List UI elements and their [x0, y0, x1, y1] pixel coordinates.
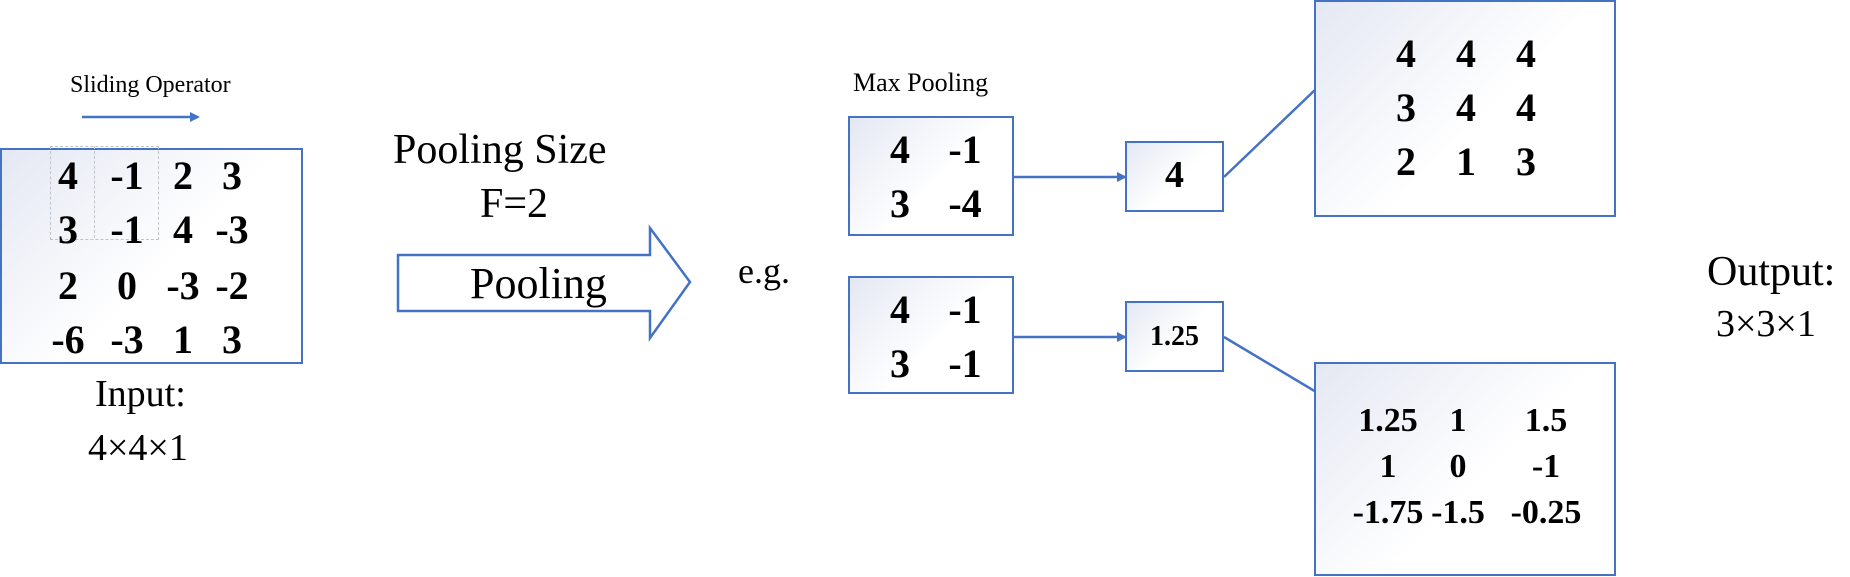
output-shape: 3×3×1: [1716, 303, 1816, 345]
input-matrix-cell: -3: [110, 317, 144, 362]
sliding-window-divider: [94, 146, 95, 238]
result-max-value: 4: [1165, 154, 1184, 196]
sliding-operator-label: Sliding Operator: [70, 72, 231, 98]
output-max-box: [1314, 0, 1616, 217]
input-label: Input:: [95, 373, 186, 415]
example-bottom-cell: 4: [890, 287, 910, 332]
output-avg-cell: -1.75: [1352, 494, 1424, 531]
input-matrix-cell: 1: [173, 317, 193, 362]
max-pooling-label: Max Pooling: [853, 68, 989, 97]
example-top-cell: 4: [890, 127, 910, 172]
example-top-cell: -1: [948, 127, 982, 172]
example-top-box: [848, 116, 1014, 236]
output-max-cell: 1: [1456, 139, 1476, 184]
result-bottom-box: 1.25: [1125, 301, 1224, 372]
output-avg-cell: -0.25: [1510, 494, 1582, 531]
input-matrix-cell: 4: [173, 207, 193, 252]
output-avg-cell: -1.5: [1431, 494, 1485, 531]
input-matrix-cell: 4: [58, 153, 78, 198]
pooling-block-arrow: [396, 224, 692, 342]
output-max-cell: 4: [1516, 31, 1536, 76]
example-bottom-cell: -1: [948, 287, 982, 332]
input-matrix-cell: 3: [58, 207, 78, 252]
example-bottom-cell: -1: [948, 341, 982, 386]
output-avg-cell: 1: [1449, 402, 1467, 439]
example-bottom-box: [848, 276, 1014, 394]
output-label: Output:: [1707, 249, 1836, 295]
input-shape: 4×4×1: [88, 427, 188, 469]
input-matrix-cell: -2: [215, 263, 249, 308]
example-bottom-cell: 3: [890, 341, 910, 386]
result-avg-value: 1.25: [1150, 321, 1199, 352]
example-top-cell: -4: [948, 181, 982, 226]
output-max-cell: 4: [1396, 31, 1416, 76]
input-matrix-cell: 3: [222, 153, 242, 198]
output-max-cell: 4: [1516, 85, 1536, 130]
input-matrix-cell: 0: [117, 263, 137, 308]
input-matrix-cell: -1: [110, 153, 144, 198]
pooling-size-label: Pooling Size: [393, 127, 607, 173]
input-matrix-cell: 2: [58, 263, 78, 308]
output-max-cell: 3: [1516, 139, 1536, 184]
output-avg-cell: 1: [1379, 448, 1397, 485]
output-max-cell: 4: [1456, 85, 1476, 130]
pooling-size-value: F=2: [480, 181, 549, 227]
output-max-cell: 4: [1456, 31, 1476, 76]
pooling-arrow-label: Pooling: [470, 259, 607, 308]
output-avg-cell: -1: [1531, 448, 1561, 485]
input-matrix-cell: 3: [222, 317, 242, 362]
output-max-cell: 2: [1396, 139, 1416, 184]
output-avg-cell: 0: [1449, 448, 1467, 485]
output-avg-box: [1314, 362, 1616, 576]
input-matrix-cell: 2: [173, 153, 193, 198]
input-matrix-cell: -3: [215, 207, 249, 252]
output-max-cell: 3: [1396, 85, 1416, 130]
input-matrix-cell: -6: [51, 317, 85, 362]
input-matrix-cell: -1: [110, 207, 144, 252]
example-top-cell: 3: [890, 181, 910, 226]
sliding-window: [50, 146, 159, 240]
input-matrix: [0, 146, 303, 364]
input-matrix-cell: -3: [166, 263, 200, 308]
output-avg-cell: 1.5: [1524, 402, 1568, 439]
output-avg-cell: 1.25: [1358, 402, 1418, 439]
eg-label: e.g.: [738, 251, 790, 291]
result-top-box: 4: [1125, 141, 1224, 212]
